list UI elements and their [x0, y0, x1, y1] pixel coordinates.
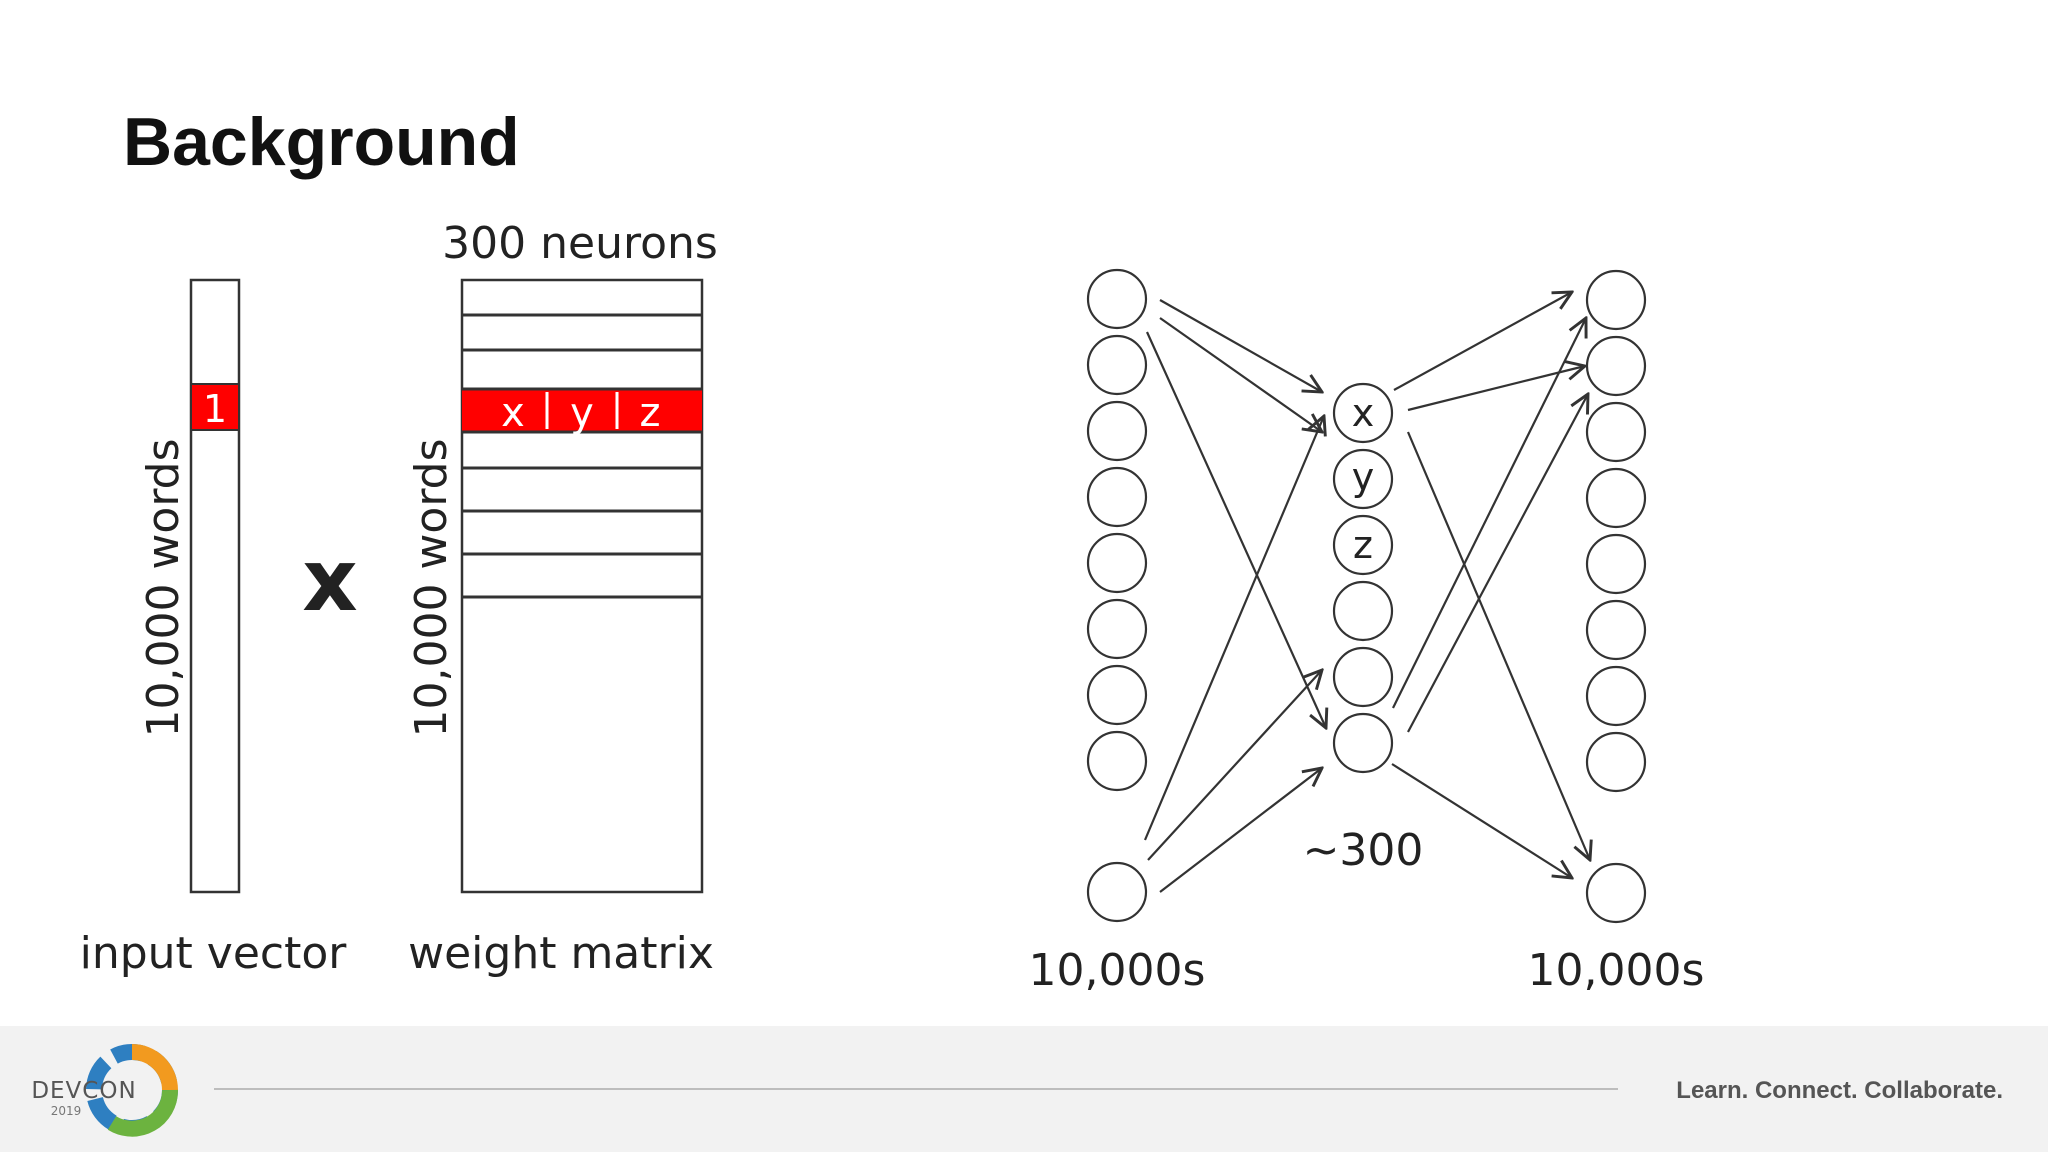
input-node: [1086, 598, 1148, 660]
output-node: [1585, 269, 1647, 331]
weight-matrix-box: [460, 278, 704, 894]
connection-arrow: [1159, 299, 1322, 392]
input-vector-label: input vector: [80, 928, 348, 979]
output-layer: [1585, 269, 1647, 924]
output-node: [1585, 401, 1647, 463]
row-value-y: y: [570, 390, 594, 436]
input-node: [1086, 861, 1148, 923]
output-node: [1585, 731, 1647, 793]
input-node: [1086, 730, 1148, 792]
connection-arrow: [1392, 318, 1586, 709]
connection-arrow: [1407, 366, 1585, 412]
row-value-x: x: [501, 390, 525, 436]
output-node: [1585, 862, 1647, 924]
footer-tagline: Learn. Connect. Collaborate.: [1676, 1077, 2003, 1104]
input-node: [1086, 334, 1148, 396]
devcon-logo: DEVCON 2019: [31, 1044, 179, 1137]
neurons-label: 300 neurons: [442, 218, 718, 269]
matrix-words-label: 10,000 words: [406, 438, 457, 737]
input-node: [1086, 268, 1148, 330]
input-node: [1086, 466, 1148, 528]
hidden-node: [1332, 712, 1394, 774]
hidden-node-label: z: [1353, 523, 1373, 567]
hidden-count-label: ~300: [1303, 825, 1424, 876]
input-node: [1086, 664, 1148, 726]
multiply-sign: x: [302, 531, 357, 631]
connection-arrow: [1143, 416, 1324, 841]
hidden-node-y: [1332, 448, 1394, 510]
connection-arrow: [1406, 431, 1590, 860]
input-count-label: 10,000s: [1029, 945, 1206, 996]
hidden-node-x: [1332, 382, 1394, 444]
hidden-node: [1332, 580, 1394, 642]
connection-arrow: [1393, 292, 1572, 391]
hidden-node-label: x: [1352, 391, 1375, 435]
weight-matrix: x y z: [460, 278, 704, 894]
hidden-node-z: [1332, 514, 1394, 576]
output-node: [1585, 599, 1647, 661]
input-words-label: 10,000 words: [138, 438, 189, 737]
hidden-layer: x y z: [1332, 382, 1394, 774]
weight-matrix-label: weight matrix: [408, 928, 714, 979]
slide-title: Background: [123, 104, 520, 180]
hidden-node: [1332, 646, 1394, 708]
connection-arrow: [1391, 763, 1572, 878]
input-layer: [1086, 268, 1148, 923]
input-node: [1086, 532, 1148, 594]
input-node: [1086, 400, 1148, 462]
logo-wordmark: DEVCON: [31, 1078, 136, 1104]
connection-arrow: [1159, 317, 1322, 432]
connection-arrow: [1407, 394, 1588, 733]
connection-arrow: [1159, 768, 1322, 893]
output-node: [1585, 335, 1647, 397]
output-node: [1585, 665, 1647, 727]
input-vector: 1: [189, 278, 241, 894]
input-vector-hot-cell: [190, 383, 240, 431]
row-value-z: z: [640, 390, 661, 436]
hidden-node-label: y: [1352, 455, 1375, 499]
input-cell-value: 1: [203, 387, 227, 431]
logo-year: 2019: [51, 1104, 82, 1118]
connection-arrow: [1147, 670, 1322, 861]
output-count-label: 10,000s: [1528, 945, 1705, 996]
output-node: [1585, 467, 1647, 529]
output-node: [1585, 533, 1647, 595]
connection-arrow: [1145, 331, 1326, 728]
gear-icon: [86, 1044, 179, 1137]
input-vector-box: [189, 278, 241, 894]
weight-matrix-highlight-row: [462, 389, 702, 432]
network-connections: [1143, 292, 1590, 893]
